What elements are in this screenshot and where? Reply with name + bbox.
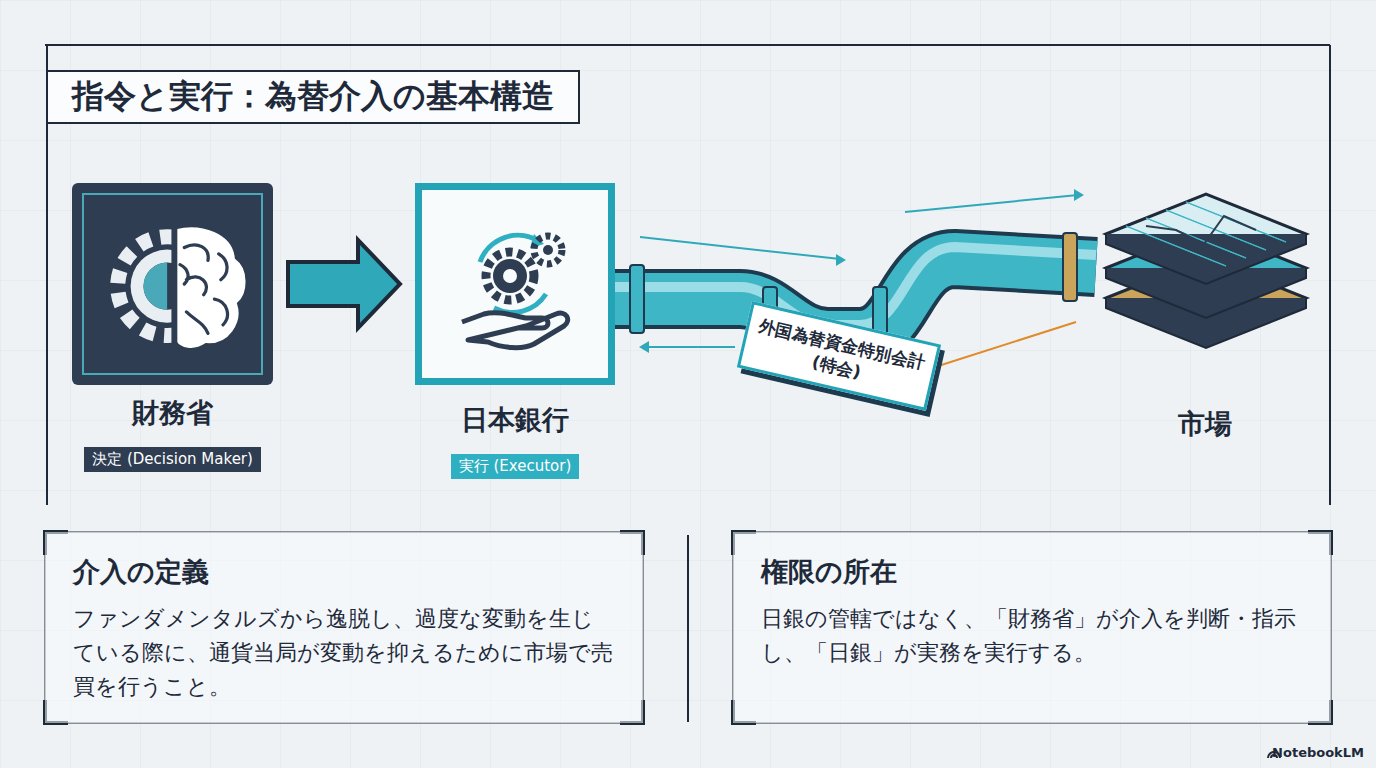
panel-heading: 権限の所在 [761,554,1303,590]
chart-line [1146,216,1256,244]
brain-gear-icon [118,224,247,349]
market-stack-icon [1106,194,1306,348]
shape [640,237,840,259]
panel-body: 日銀の管轄ではなく、「財務省」が介入を判断・指示し、「日銀」が実務を実行する。 [761,602,1303,670]
shape [180,245,227,333]
info-panel: 介入の定義ファンダメンタルズから逸脱し、過度な変動を生じている際に、通貨当局が変… [45,532,643,723]
shape [503,269,517,283]
arrowhead [836,254,846,266]
grid-lines [1126,202,1286,266]
shape [534,236,562,264]
panel-body: ファンダメンタルズから逸脱し、過度な変動を生じている際に、通貨当局が変動を抑える… [73,602,615,704]
pipe-highlight [615,247,1096,325]
role-tag: 実行 (Executor) [451,454,580,479]
node-label: 市場 [1178,408,1232,439]
icon-box: 日本銀行実行 (Executor) [415,183,615,385]
shape [1126,226,1226,266]
shape [1166,210,1266,250]
shape [118,237,217,336]
pipe-flange [630,265,644,333]
hand-gears-icon [462,234,568,348]
shape [543,245,553,255]
panel-heading: 介入の定義 [73,554,615,590]
panel-brackets [45,532,1331,723]
watermark: NotebookLM [1272,745,1364,760]
connector [288,240,400,328]
shape [486,252,534,300]
node-caption: 日本銀行 [392,402,638,438]
node-icon [72,183,273,385]
node-label: 財務省 [132,397,213,428]
shape [176,226,247,349]
node-icon [422,190,608,378]
shape [905,195,1078,212]
shape [143,263,190,310]
shape [1146,218,1246,258]
shape [1146,218,1246,258]
node-label: 日本銀行 [461,404,569,435]
node-caption: 財務省 [42,395,303,431]
shape [1126,226,1226,266]
shape [171,224,233,349]
pipe-flange [1063,233,1077,301]
shape [935,322,1076,367]
shape [645,346,735,348]
sign-label: 外国為替資金特別会計 (特会) [748,314,930,398]
shape [131,250,204,323]
panel-borders [45,532,1331,723]
outer-frame [45,45,1330,505]
info-panel: 権限の所在日銀の管轄ではなく、「財務省」が介入を判断・指示し、「日銀」が実務を実… [733,532,1331,723]
market-node: 市場 [1096,186,1314,352]
title-text: 指令と実行：為替介入の基本構造 [72,75,554,119]
shape [143,263,167,310]
account-sign: 外国為替資金特別会計 (特会) [737,301,941,411]
node-caption: 市場 [1066,406,1344,442]
arrowhead [639,341,649,353]
node-caption: 実行 (Executor) [392,454,638,479]
shape [493,259,527,293]
shape [1166,210,1266,250]
divider-line [687,535,689,722]
command-arrow [288,240,400,328]
shape [174,228,177,344]
arrowhead [1074,189,1084,201]
role-tag: 決定 (Decision Maker) [84,447,261,472]
node-caption: 決定 (Decision Maker) [42,447,303,472]
title-box: 指令と実行：為替介入の基本構造 [48,70,580,124]
node-icon [1096,186,1314,352]
shape [462,313,568,348]
icon-box: 財務省決定 (Decision Maker) [72,183,273,385]
